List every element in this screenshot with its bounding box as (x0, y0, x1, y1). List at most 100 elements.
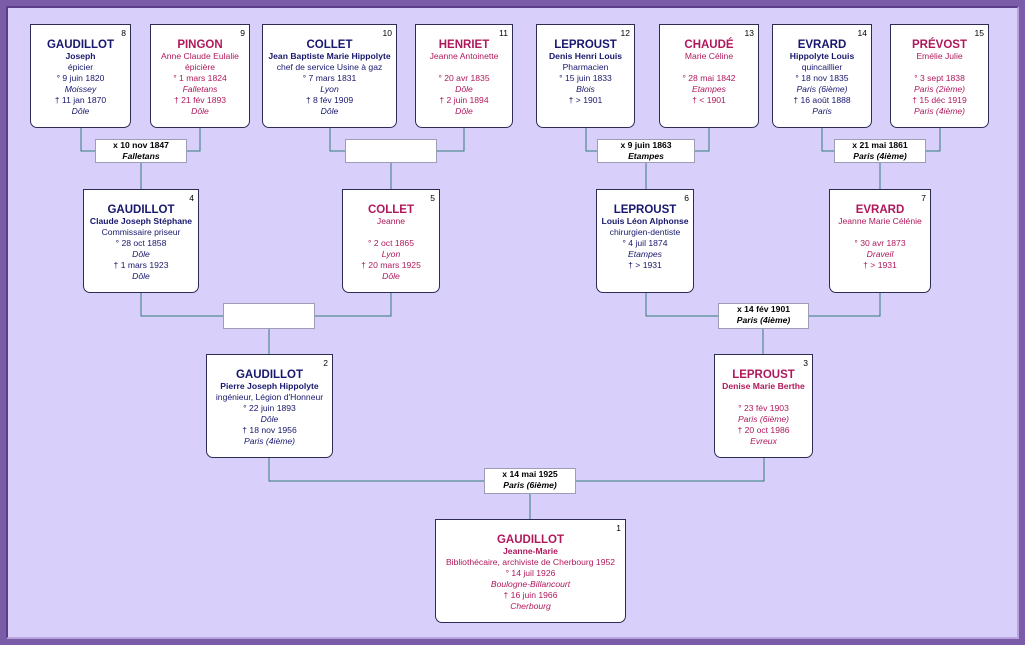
surname: GAUDILLOT (235, 369, 304, 381)
marriage-box-14-15[interactable]: x 21 mai 1861 Paris (4ième) (834, 139, 926, 163)
sosa-number: 6 (684, 193, 689, 203)
surname: GAUDILLOT (496, 534, 565, 546)
birth-place: Dôle (455, 84, 473, 94)
occupation: Commissaire priseur (101, 227, 181, 237)
birth-date: ° 28 oct 1858 (115, 238, 167, 248)
connector-line (645, 293, 718, 317)
person-card-8[interactable]: 8 GAUDILLOT Joseph épicier ° 9 juin 1820… (30, 24, 131, 128)
surname: COLLET (368, 204, 414, 216)
birth-date: ° 30 avr 1873 (854, 238, 906, 248)
marriage-place: Paris (4ième) (853, 151, 907, 161)
birth-date: ° 3 sept 1838 (914, 73, 965, 83)
birth-date: ° 1 mars 1824 (173, 73, 227, 83)
blank-line (715, 392, 812, 403)
given-names: Anne Claude Eulalie (161, 51, 239, 61)
sosa-number: 1 (616, 523, 621, 533)
given-names: Pierre Joseph Hippolyte (220, 381, 319, 391)
birth-place: Paris (6ième) (796, 84, 848, 94)
marriage-box-6-7[interactable]: x 14 fév 1901 Paris (4ième) (718, 303, 809, 329)
person-card-5[interactable]: 5 COLLET Jeanne ° 2 oct 1865 Lyon † 20 m… (342, 189, 440, 293)
person-card-10[interactable]: 10 COLLET Jean Baptiste Marie Hippolyte … (262, 24, 397, 128)
birth-place: Etampes (692, 84, 726, 94)
connector-line (329, 128, 345, 152)
death-place: Evreux (750, 436, 777, 446)
person-card-6[interactable]: 6 LEPROUST Louis Léon Alphonse chirurgie… (596, 189, 694, 293)
connector-line (926, 128, 941, 152)
sosa-number: 8 (121, 28, 126, 38)
given-names: Marie Céline (684, 51, 734, 61)
connector-line (821, 128, 834, 152)
death-date: † 16 juin 1966 (503, 590, 558, 600)
connector-line (187, 128, 201, 152)
birth-date: ° 7 mars 1831 (302, 73, 357, 83)
birth-place: Boulogne-Billancourt (490, 579, 571, 589)
sosa-number: 12 (620, 28, 630, 38)
birth-place: Draveil (866, 249, 894, 259)
death-place: Cherbourg (510, 601, 551, 611)
given-names: Jeanne Marie Célénie (838, 216, 922, 226)
occupation: chirurgien-dentiste (609, 227, 681, 237)
given-names: Jean Baptiste Marie Hippolyte (268, 51, 391, 61)
person-card-14[interactable]: 14 EVRARD Hippolyte Louis quincaillier °… (772, 24, 872, 128)
marriage-box-10-11[interactable] (345, 139, 437, 163)
birth-place: Moissey (64, 84, 97, 94)
birth-date: ° 4 juil 1874 (622, 238, 668, 248)
death-date: † 11 jan 1870 (54, 95, 107, 105)
occupation: quincaillier (801, 62, 843, 72)
person-card-3[interactable]: 3 LEPROUST Denise Marie Berthe ° 23 fév … (714, 354, 813, 458)
birth-place: Falletans (182, 84, 218, 94)
sosa-number: 15 (974, 28, 984, 38)
given-names: Jeanne (376, 216, 406, 226)
birth-date: ° 22 juin 1893 (243, 403, 296, 413)
person-card-2[interactable]: 2 GAUDILLOT Pierre Joseph Hippolyte ingé… (206, 354, 333, 458)
occupation: chef de service Usine à gaz (276, 62, 383, 72)
connector-line (140, 293, 223, 317)
given-names: Jeanne Antoinette (429, 51, 499, 61)
person-card-12[interactable]: 12 LEPROUST Denis Henri Louis Pharmacien… (536, 24, 635, 128)
death-date: † 2 juin 1894 (439, 95, 489, 105)
surname: EVRARD (797, 39, 847, 51)
marriage-box-8-9[interactable]: x 10 nov 1847 Falletans (95, 139, 187, 163)
death-place: Dôle (382, 271, 400, 281)
birth-place: Paris (6ième) (737, 414, 790, 424)
marriage-box-12-13[interactable]: x 9 juin 1863 Etampes (597, 139, 695, 163)
given-names: Jeanne-Marie (503, 546, 558, 556)
person-card-7[interactable]: 7 EVRARD Jeanne Marie Célénie ° 30 avr 1… (829, 189, 931, 293)
connector-line (809, 293, 881, 317)
occupation: Bibliothécaire, archiviste de Cherbourg … (445, 557, 616, 567)
birth-place: Lyon (381, 249, 401, 259)
connector-line (80, 128, 95, 152)
birth-place: Paris (2ième) (913, 84, 966, 94)
given-names: Claude Joseph Stéphane (89, 216, 193, 226)
person-card-11[interactable]: 11 HENRIET Jeanne Antoinette ° 20 avr 18… (415, 24, 513, 128)
surname: EVRARD (855, 204, 905, 216)
marriage-place: Paris (6ième) (503, 480, 557, 490)
connector-line (695, 128, 710, 152)
death-date: † > 1931 (863, 260, 897, 270)
death-date: † 20 mars 1925 (361, 260, 421, 270)
given-names: Denise Marie Berthe (722, 381, 805, 391)
death-place: Dôle (320, 106, 339, 116)
marriage-box-4-5[interactable] (223, 303, 315, 329)
sosa-number: 14 (857, 28, 867, 38)
person-card-13[interactable]: 13 CHAUDÉ Marie Céline ° 28 mai 1842 Eta… (659, 24, 759, 128)
death-date: † 18 nov 1956 (242, 425, 297, 435)
death-place: Paris (812, 106, 832, 116)
death-place: Dôle (455, 106, 473, 116)
surname: PINGON (177, 39, 223, 51)
occupation: épicière (184, 62, 216, 72)
person-card-9[interactable]: 9 PINGON Anne Claude Eulalie épicière ° … (150, 24, 250, 128)
death-date: † > 1901 (568, 95, 603, 105)
occupation: épicier (67, 62, 94, 72)
birth-date: ° 2 oct 1865 (368, 238, 414, 248)
marriage-box-2-3[interactable]: x 14 mai 1925 Paris (6ième) (484, 468, 576, 494)
sosa-number: 3 (803, 358, 808, 368)
marriage-place: Falletans (122, 151, 160, 161)
person-card-4[interactable]: 4 GAUDILLOT Claude Joseph Stéphane Commi… (83, 189, 199, 293)
surname: GAUDILLOT (46, 39, 115, 51)
person-card-1[interactable]: 1 GAUDILLOT Jeanne-Marie Bibliothécaire,… (435, 519, 626, 623)
marriage-place: Paris (4ième) (736, 315, 791, 325)
person-card-15[interactable]: 15 PRÉVOST Emélie Julie ° 3 sept 1838 Pa… (890, 24, 989, 128)
surname: HENRIET (438, 39, 490, 51)
occupation: ingénieur, Légion d'Honneur (215, 392, 324, 402)
